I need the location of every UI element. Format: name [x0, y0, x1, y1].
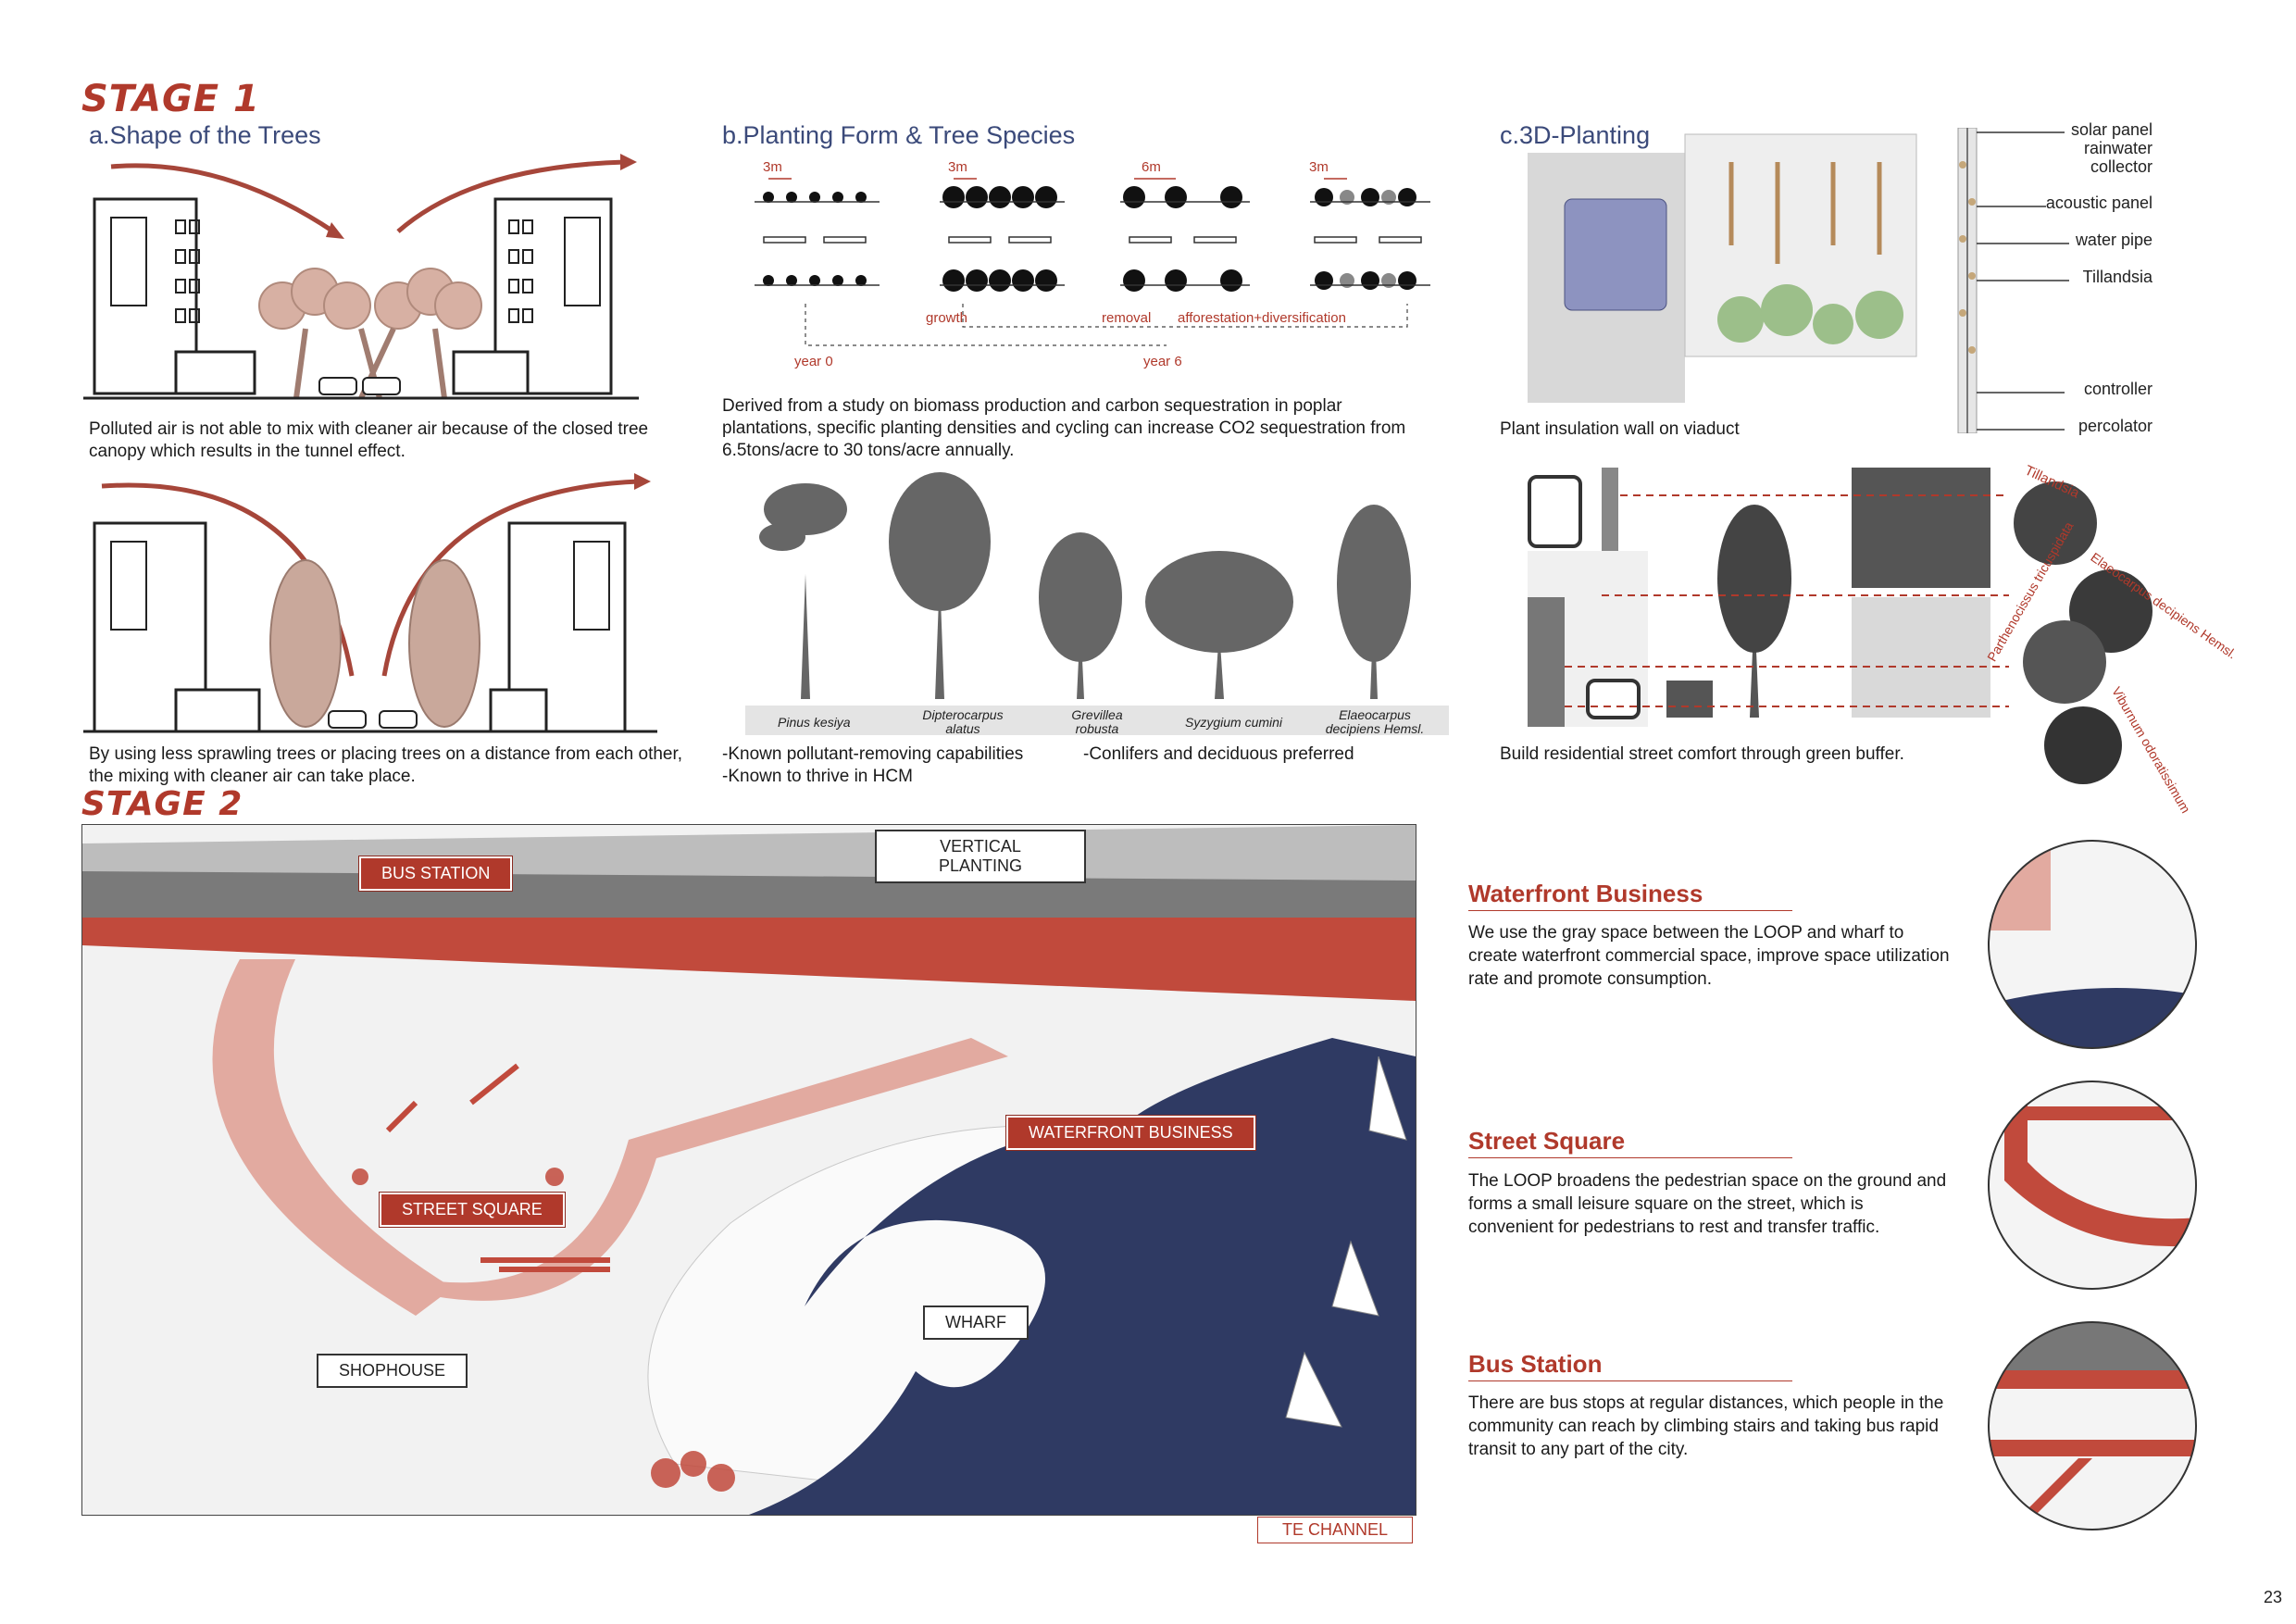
species-4: Syzygium cumini: [1185, 715, 1283, 730]
callout-vertical-planting: VERTICAL PLANTING: [875, 830, 1086, 883]
viaduct-planting-wall-illustration: [1528, 133, 1917, 403]
waterfront-rule: [1468, 910, 1792, 911]
component-solar-panel: solar panel: [2070, 120, 2152, 139]
note-2: -Known to thrive in HCM: [722, 767, 913, 786]
stage2-map: [81, 824, 1416, 1516]
bus-station-detail-circle: [1988, 1321, 2197, 1530]
section-b-caption: Derived from a study on biomass producti…: [722, 396, 1406, 460]
page-number: 23: [2264, 1588, 2283, 1606]
tree-species-illustration: [745, 472, 1449, 735]
tunnel-effect-diagram: [83, 154, 639, 400]
spacing-label-3: 6m: [1142, 159, 1161, 175]
callout-wharf: WHARF: [923, 1305, 1029, 1340]
square-text: The LOOP broadens the pedestrian space o…: [1468, 1171, 1947, 1237]
section-a-caption-1: Polluted air is not able to mix with cle…: [89, 419, 649, 461]
spacing-label-1: 3m: [763, 159, 782, 175]
removal-label: removal: [1102, 310, 1152, 326]
square-rule: [1468, 1157, 1792, 1158]
waterfront-title: Waterfront Business: [1468, 880, 1703, 907]
species-3: Grevillea robusta: [1071, 707, 1123, 736]
species-2: Dipterocarpus alatus: [922, 707, 1004, 736]
spacing-label-2: 3m: [948, 159, 967, 175]
section-a-title: a.Shape of the Trees: [89, 121, 321, 149]
stage1-title: STAGE 1: [81, 78, 260, 120]
callout-waterfront-business: WATERFRONT BUSINESS: [1005, 1115, 1256, 1151]
species-5: Elaeocarpus decipiens Hemsl.: [1325, 707, 1425, 736]
component-rainwater-collector: rainwater collector: [2083, 139, 2152, 176]
component-leader-lines: [1977, 131, 2069, 431]
year6-label: year 6: [1143, 354, 1182, 369]
component-water-pipe: water pipe: [2075, 231, 2152, 249]
planting-form-diagram: [755, 178, 1430, 346]
square-detail-circle: [1988, 1081, 2197, 1290]
component-controller: controller: [2083, 380, 2152, 398]
year0-label: year 0: [794, 354, 833, 369]
callout-street-square: STREET SQUARE: [379, 1192, 566, 1228]
component-acoustic-panel: acoustic panel: [2045, 194, 2152, 212]
note-3: -Conlifers and deciduous preferred: [1083, 744, 1354, 764]
growth-label: growth: [926, 310, 968, 326]
note-1: -Known pollutant-removing capabilities: [722, 744, 1024, 764]
section-c-title: c.3D-Planting: [1500, 121, 1651, 149]
stage2-title: STAGE 2: [81, 785, 243, 823]
waterfront-text: We use the gray space between the LOOP a…: [1468, 923, 1950, 989]
bus-rule: [1468, 1380, 1792, 1381]
green-buffer-street-illustration: [1528, 468, 2009, 727]
species-1: Pinus kesiya: [778, 715, 851, 730]
plant-species-circles: [2014, 481, 2152, 784]
street-caption: Build residential street comfort through…: [1500, 744, 1904, 764]
waterfront-detail-circle: [1988, 840, 2197, 1049]
section-b-title: b.Planting Form & Tree Species: [722, 121, 1076, 149]
component-tillandsia: Tillandsia: [2082, 268, 2152, 286]
te-channel-label: TE CHANNEL: [1257, 1517, 1414, 1543]
callout-shophouse: SHOPHOUSE: [317, 1354, 468, 1388]
square-title: Street Square: [1468, 1127, 1626, 1155]
mixing-diagram: [83, 473, 657, 733]
spacing-label-4: 3m: [1309, 159, 1329, 175]
callout-bus-station: BUS STATION: [357, 856, 514, 892]
section-a-caption-2: By using less sprawling trees or placing…: [89, 744, 683, 786]
bus-title: Bus Station: [1468, 1350, 1603, 1378]
wall-caption: Plant insulation wall on viaduct: [1500, 419, 1740, 439]
loop-axonometric-illustration: [82, 825, 1416, 1515]
afforestation-label: afforestation+diversification: [1178, 310, 1346, 326]
component-percolator: percolator: [2078, 417, 2152, 435]
bus-text: There are bus stops at regular distances…: [1468, 1393, 1944, 1459]
